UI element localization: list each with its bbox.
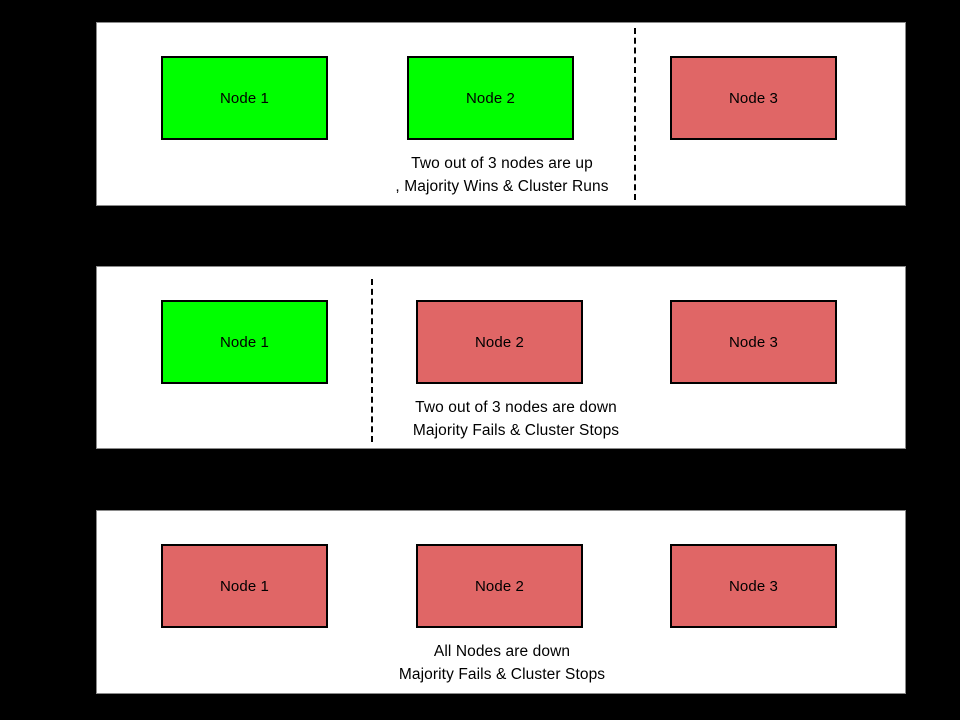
- node-label: Node 1: [220, 577, 269, 595]
- caption-line-2: Majority Fails & Cluster Stops: [398, 666, 606, 683]
- node-label: Node 3: [729, 89, 778, 107]
- panel-all-down: Node 1 Node 2 Node 3 All Nodes are down …: [96, 510, 906, 694]
- node-box-3[interactable]: Node 3: [670, 544, 837, 628]
- node-box-2[interactable]: Node 2: [416, 544, 583, 628]
- panel-caption: All Nodes are down Majority Fails & Clus…: [97, 640, 907, 686]
- panel-majority-up: Node 1 Node 2 Node 3 Two out of 3 nodes …: [96, 22, 906, 206]
- caption-line-1: Two out of 3 nodes are down: [415, 399, 617, 416]
- node-label: Node 2: [475, 577, 524, 595]
- node-label: Node 2: [475, 333, 524, 351]
- panel-caption: Two out of 3 nodes are down Majority Fai…: [111, 396, 921, 442]
- node-label: Node 1: [220, 89, 269, 107]
- caption-line-1: All Nodes are down: [433, 643, 571, 660]
- node-box-1[interactable]: Node 1: [161, 56, 328, 140]
- node-box-3[interactable]: Node 3: [670, 300, 837, 384]
- node-box-3[interactable]: Node 3: [670, 56, 837, 140]
- node-box-1[interactable]: Node 1: [161, 300, 328, 384]
- panel-majority-down: Node 1 Node 2 Node 3 Two out of 3 nodes …: [96, 266, 906, 449]
- node-label: Node 1: [220, 333, 269, 351]
- caption-line-2: Majority Fails & Cluster Stops: [412, 422, 620, 439]
- node-box-1[interactable]: Node 1: [161, 544, 328, 628]
- quorum-divider-line: [371, 279, 373, 442]
- node-box-2[interactable]: Node 2: [407, 56, 574, 140]
- panel-caption: Two out of 3 nodes are up , Majority Win…: [97, 152, 907, 198]
- caption-line-1: Two out of 3 nodes are up: [411, 155, 593, 172]
- caption-line-2: , Majority Wins & Cluster Runs: [395, 178, 609, 195]
- node-box-2[interactable]: Node 2: [416, 300, 583, 384]
- node-label: Node 3: [729, 577, 778, 595]
- node-label: Node 2: [466, 89, 515, 107]
- node-label: Node 3: [729, 333, 778, 351]
- quorum-divider-line: [634, 28, 636, 200]
